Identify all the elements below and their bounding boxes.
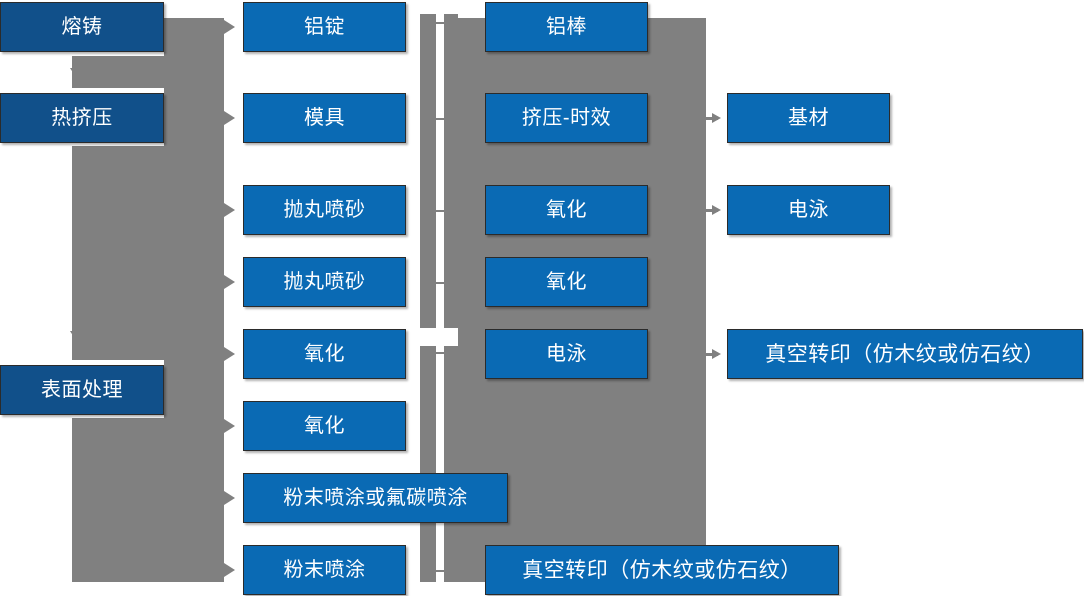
node-label-shotblast-2: 抛丸喷砂 bbox=[283, 271, 366, 293]
node-label-die: 模具 bbox=[304, 107, 345, 129]
node-box-oxidation-2[interactable]: 氧化 bbox=[243, 401, 406, 451]
tie-tick-6 bbox=[432, 570, 450, 572]
arrow-head-transfer bbox=[712, 349, 721, 359]
stage-label-extrusion: 热挤压 bbox=[51, 107, 113, 129]
tie-tick-1 bbox=[432, 22, 450, 24]
node-label-albar: 铝棒 bbox=[546, 16, 587, 38]
stage-label-melting: 熔铸 bbox=[61, 16, 103, 38]
node-label-powder: 粉末喷涂 bbox=[283, 559, 366, 581]
chevron-mid-3 bbox=[224, 203, 235, 217]
chevron-mid-7 bbox=[224, 491, 235, 505]
node-box-transfer-out[interactable]: 真空转印（仿木纹或仿石纹） bbox=[727, 329, 1083, 379]
chevron-mid-6 bbox=[224, 419, 235, 433]
node-label-substrate: 基材 bbox=[788, 107, 829, 129]
node-box-ingot[interactable]: 铝锭 bbox=[243, 2, 406, 52]
node-box-electro-proc[interactable]: 电泳 bbox=[485, 329, 648, 379]
node-box-shotblast-2[interactable]: 抛丸喷砂 bbox=[243, 257, 406, 307]
tie-tick-2 bbox=[432, 118, 450, 120]
node-box-oxid-proc-2[interactable]: 氧化 bbox=[485, 257, 648, 307]
node-box-oxid-proc-1[interactable]: 氧化 bbox=[485, 185, 648, 235]
tie-tick-4 bbox=[432, 282, 450, 284]
chevron-mid-8 bbox=[224, 563, 235, 577]
chevron-mid-4 bbox=[224, 275, 235, 289]
node-label-oxid-proc-1: 氧化 bbox=[546, 199, 587, 221]
node-box-die[interactable]: 模具 bbox=[243, 93, 406, 143]
node-box-albar[interactable]: 铝棒 bbox=[485, 2, 648, 52]
chevron-down-melting bbox=[70, 68, 84, 79]
chevron-mid-2 bbox=[224, 111, 235, 125]
node-label-ingot: 铝锭 bbox=[304, 16, 345, 38]
node-box-oxidation-1[interactable]: 氧化 bbox=[243, 329, 406, 379]
node-box-extrude-aging[interactable]: 挤压-时效 bbox=[485, 93, 648, 143]
chevron-down-extrusion bbox=[70, 331, 84, 342]
connector-bus-narrow-b bbox=[444, 14, 458, 582]
node-label-shotblast-1: 抛丸喷砂 bbox=[283, 199, 366, 221]
node-box-transfer-proc[interactable]: 真空转印（仿木纹或仿石纹） bbox=[485, 545, 839, 595]
node-label-extrude-aging: 挤压-时效 bbox=[521, 107, 612, 129]
node-label-electro-out: 电泳 bbox=[788, 199, 829, 221]
tie-tick-3 bbox=[432, 210, 450, 212]
node-box-substrate[interactable]: 基材 bbox=[727, 93, 890, 143]
node-box-shotblast-1[interactable]: 抛丸喷砂 bbox=[243, 185, 406, 235]
arrow-head-substrate bbox=[712, 113, 721, 123]
node-box-electro-out[interactable]: 电泳 bbox=[727, 185, 890, 235]
chevron-mid-5 bbox=[224, 347, 235, 361]
node-label-oxidation-1: 氧化 bbox=[304, 343, 345, 365]
node-label-transfer-proc: 真空转印（仿木纹或仿石纹） bbox=[522, 558, 802, 582]
arrow-head-electro bbox=[712, 205, 721, 215]
node-label-transfer-out: 真空转印（仿木纹或仿石纹） bbox=[765, 342, 1045, 366]
node-label-powder-fluoro: 粉末喷涂或氟碳喷涂 bbox=[283, 487, 468, 509]
node-box-powder-fluoro[interactable]: 粉末喷涂或氟碳喷涂 bbox=[243, 473, 508, 523]
node-label-oxid-proc-2: 氧化 bbox=[546, 271, 587, 293]
node-label-electro-proc: 电泳 bbox=[546, 343, 587, 365]
node-label-oxidation-2: 氧化 bbox=[304, 415, 345, 437]
connector-stub-surface bbox=[163, 388, 189, 390]
stage-label-surface: 表面处理 bbox=[41, 379, 123, 401]
tie-tick-5 bbox=[432, 352, 450, 354]
stage-box-melting[interactable]: 熔铸 bbox=[0, 2, 164, 52]
node-box-powder[interactable]: 粉末喷涂 bbox=[243, 545, 406, 595]
stage-box-extrusion[interactable]: 热挤压 bbox=[0, 93, 164, 143]
connector-bus-narrow-a bbox=[420, 14, 436, 582]
chevron-mid-1 bbox=[224, 20, 235, 34]
stage-box-surface[interactable]: 表面处理 bbox=[0, 365, 164, 415]
bus-gap-a1 bbox=[420, 328, 458, 346]
